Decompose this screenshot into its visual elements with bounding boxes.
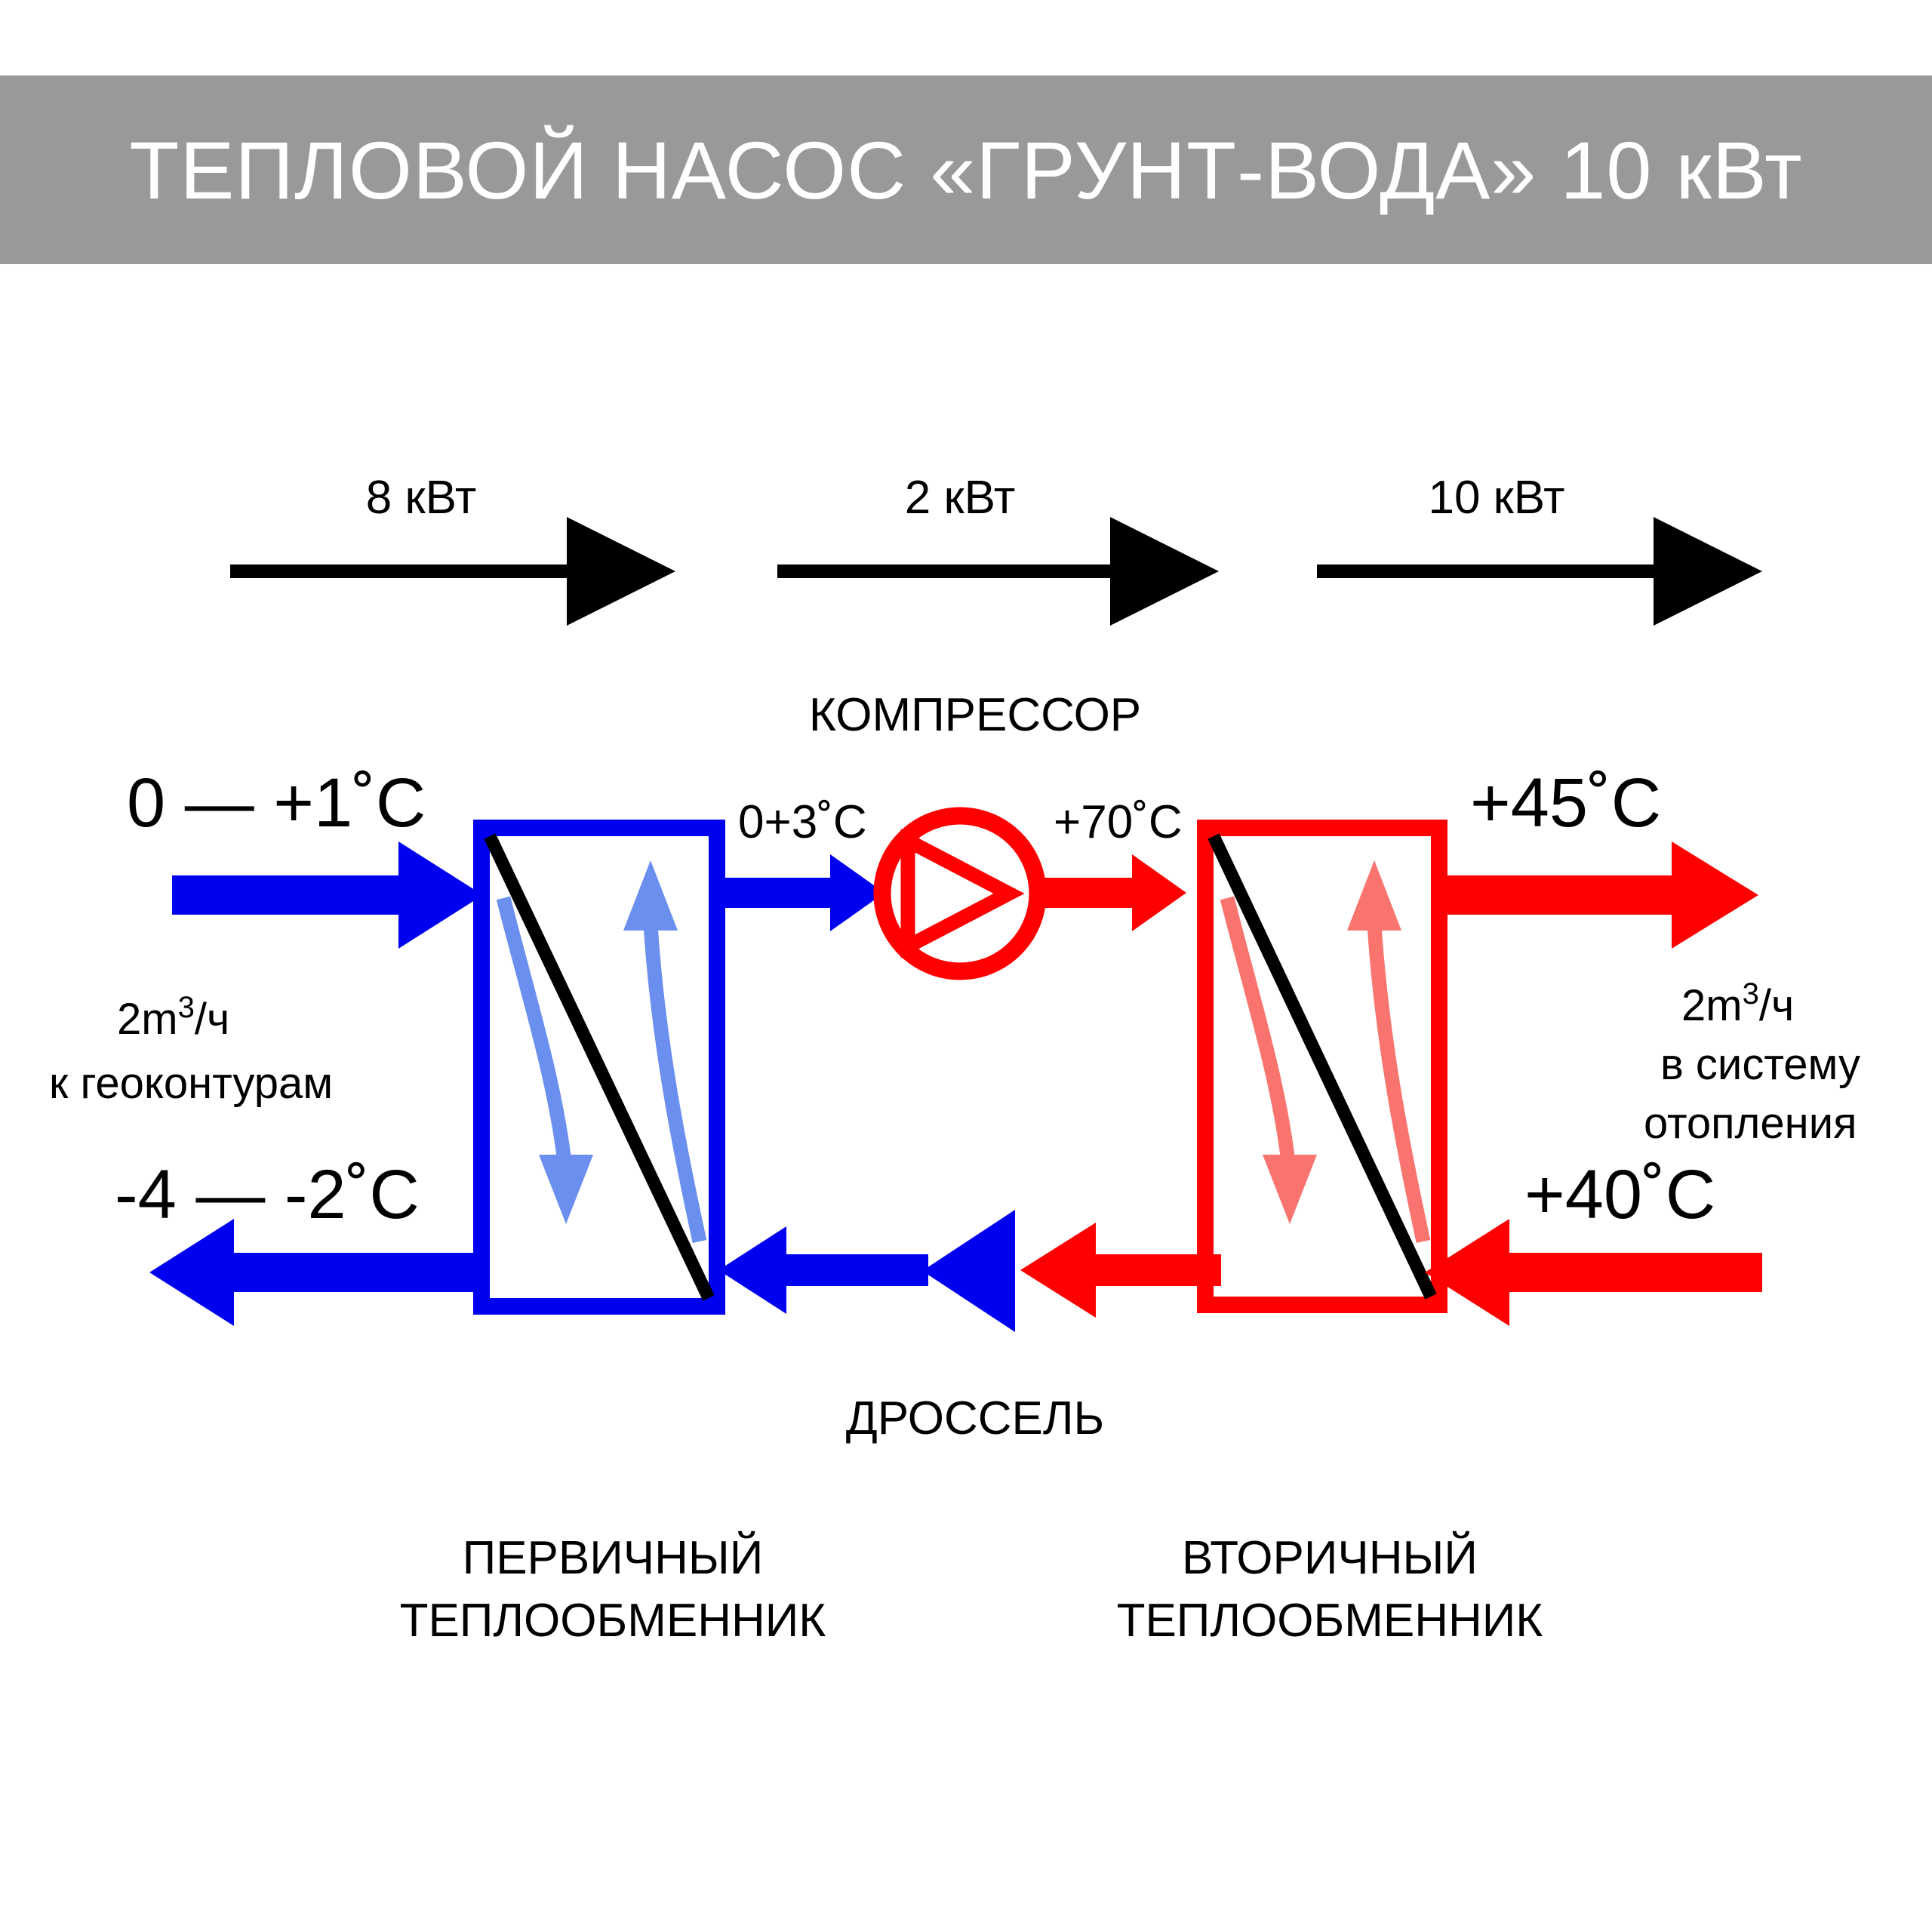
- ground-flow-rate: 2m3/ч: [117, 991, 229, 1044]
- primary-flow-down-curve: [496, 896, 572, 1164]
- evaporator-out-temp: 0+3˚C: [738, 796, 867, 848]
- primary-exchanger-label-line2: ТЕПЛООБМЕННИК: [400, 1595, 826, 1647]
- secondary-flow-up-arrowhead: [1347, 860, 1401, 931]
- power-arrow-group-3: 10 кВт: [1317, 472, 1762, 626]
- title-banner: [0, 75, 1932, 264]
- heating-flow-destination-1: в систему: [1660, 1040, 1860, 1089]
- power-label-3: 10 кВт: [1428, 472, 1564, 524]
- ground-inlet-arrow: [172, 841, 483, 949]
- primary-flow-up-arrowhead: [623, 860, 678, 931]
- secondary-flow-up-curve: [1367, 924, 1431, 1244]
- heating-flow-rate: 2m3/ч: [1681, 977, 1794, 1030]
- compressor-symbol: [873, 807, 1047, 980]
- throttle-symbol: [922, 1210, 1015, 1332]
- secondary-flow-down-arrowhead: [1263, 1155, 1317, 1224]
- ground-flow-destination: к геоконтурам: [49, 1059, 333, 1108]
- primary-exchanger-diagonal: [484, 833, 715, 1301]
- primary-flow-down-arrowhead: [539, 1155, 593, 1224]
- power-arrow-group-1: 8 кВт: [230, 472, 675, 626]
- evaporator-to-compressor-arrow: [723, 854, 884, 931]
- secondary-exchanger-label-line2: ТЕПЛООБМЕННИК: [1117, 1595, 1543, 1647]
- throttle-to-evaporator-arrow: [718, 1226, 928, 1314]
- ground-inlet-temp: 0 — +1˚C: [127, 764, 426, 841]
- heating-flow-destination-2: отопления: [1644, 1099, 1857, 1148]
- throttle-label: ДРОССЕЛЬ: [846, 1392, 1104, 1444]
- page-title: ТЕПЛОВОЙ НАСОС «ГРУНТ-ВОДА» 10 кВт: [129, 124, 1803, 216]
- condenser-to-throttle-arrow: [1020, 1223, 1221, 1318]
- compressor-label: КОМПРЕССОР: [809, 689, 1141, 741]
- heating-supply-arrow: [1438, 841, 1758, 949]
- primary-flow-up-curve: [643, 924, 707, 1244]
- heating-supply-temp: +45˚C: [1470, 764, 1661, 841]
- heating-return-arrow: [1425, 1219, 1762, 1326]
- power-arrow-group-2: 2 кВт: [777, 472, 1219, 626]
- secondary-exchanger-diagonal: [1208, 833, 1437, 1300]
- power-label-1: 8 кВт: [366, 472, 477, 524]
- power-label-2: 2 кВт: [905, 472, 1016, 524]
- secondary-exchanger-label-line1: ВТОРИЧНЫЙ: [1182, 1531, 1478, 1584]
- compressor-out-temp: +70˚C: [1054, 796, 1183, 848]
- compressor-to-condenser-arrow: [1040, 854, 1186, 931]
- secondary-flow-down-curve: [1220, 896, 1296, 1164]
- ground-outlet-arrow: [149, 1219, 483, 1326]
- ground-outlet-temp: -4 — -2˚C: [115, 1156, 420, 1233]
- heating-return-temp: +40˚C: [1524, 1156, 1715, 1233]
- primary-exchanger-label-line1: ПЕРВИЧНЫЙ: [463, 1531, 764, 1584]
